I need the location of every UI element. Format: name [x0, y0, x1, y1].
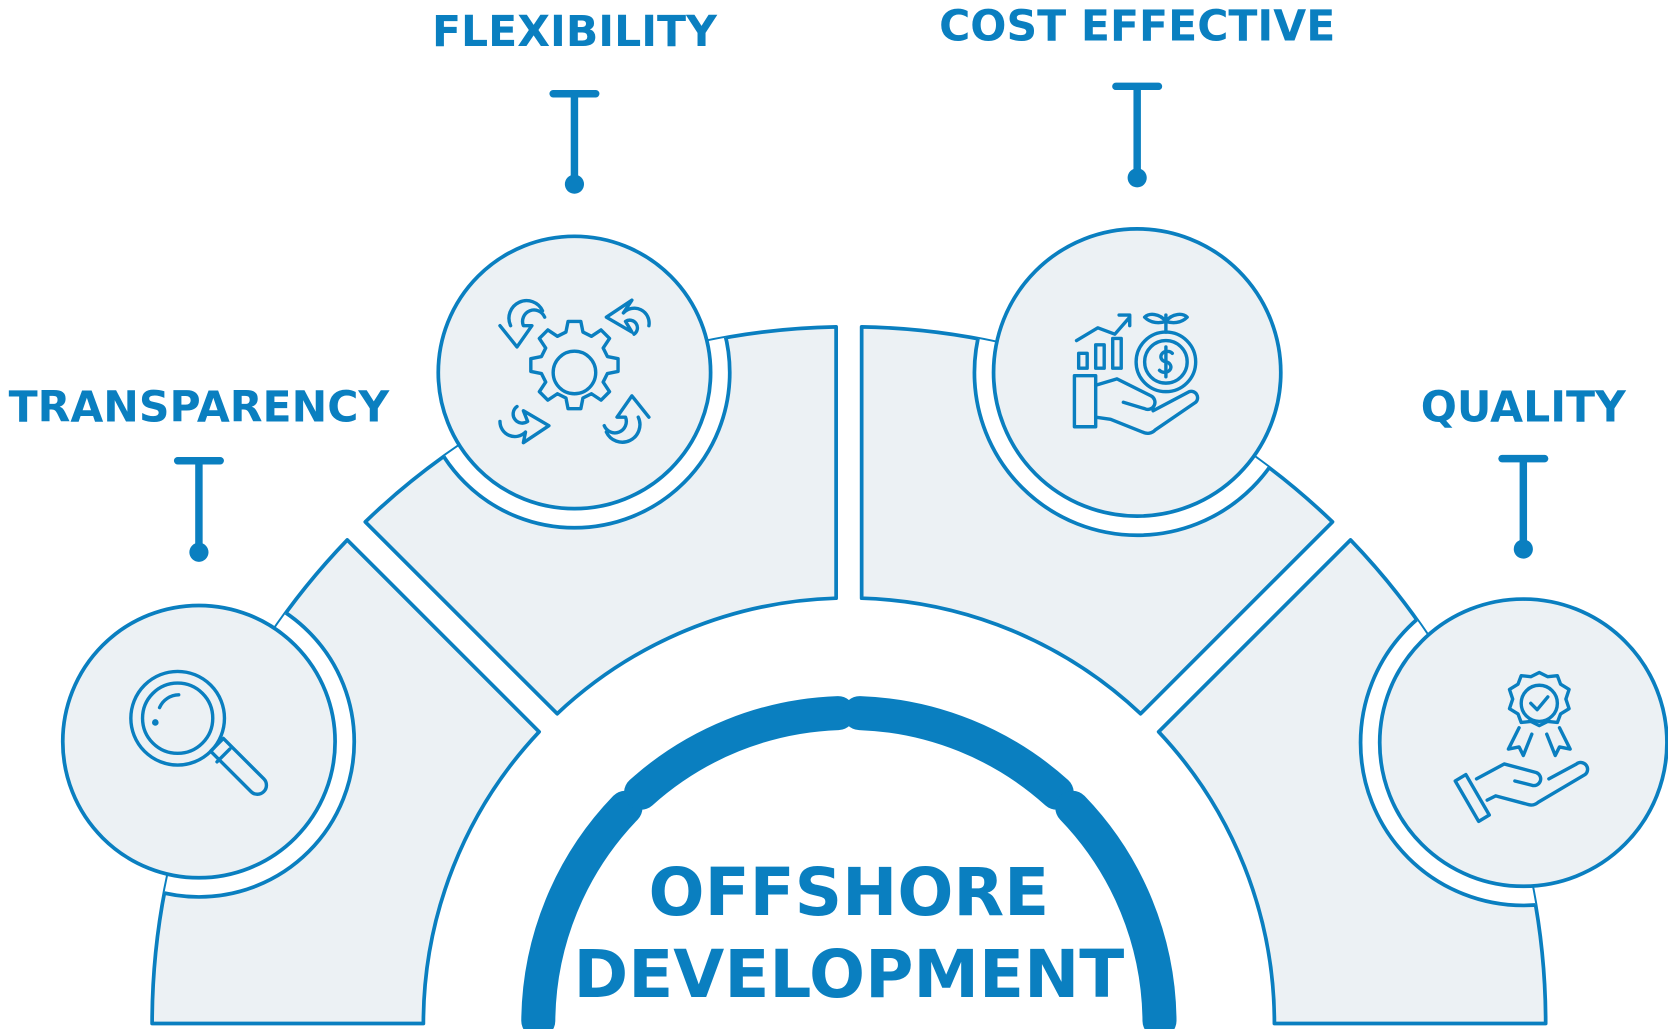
label-flexibility: FLEXIBILITY [432, 8, 718, 57]
money-growth-hand-icon [1072, 312, 1200, 435]
pin-marker-flexibility [549, 90, 600, 194]
inner-arc-segment [624, 696, 856, 810]
gear-arrows-icon [498, 298, 651, 445]
ring-group [60, 227, 1668, 908]
title-line-1: OFFSHORE [649, 854, 1050, 931]
title-line-2: DEVELOPMENT [574, 936, 1125, 1013]
inner-arc-segment [1055, 790, 1177, 1029]
inner-arc-segment [842, 696, 1074, 810]
circle-transparency [60, 603, 337, 880]
label-quality: QUALITY [1421, 383, 1627, 432]
circle-flexibility [436, 234, 713, 511]
inner-arc-group [521, 696, 1177, 1029]
pin-marker-cost-effective [1112, 82, 1163, 188]
label-transparency: TRANSPARENCY [9, 383, 391, 432]
pin-marker-quality [1498, 454, 1549, 559]
label-cost-effective: COST EFFECTIVE [939, 3, 1335, 52]
magnifier-icon [129, 669, 269, 796]
award-hand-icon [1453, 670, 1590, 824]
circle-quality [1377, 597, 1668, 889]
pin-marker-transparency [173, 457, 224, 562]
inner-arc-segment [521, 790, 643, 1029]
